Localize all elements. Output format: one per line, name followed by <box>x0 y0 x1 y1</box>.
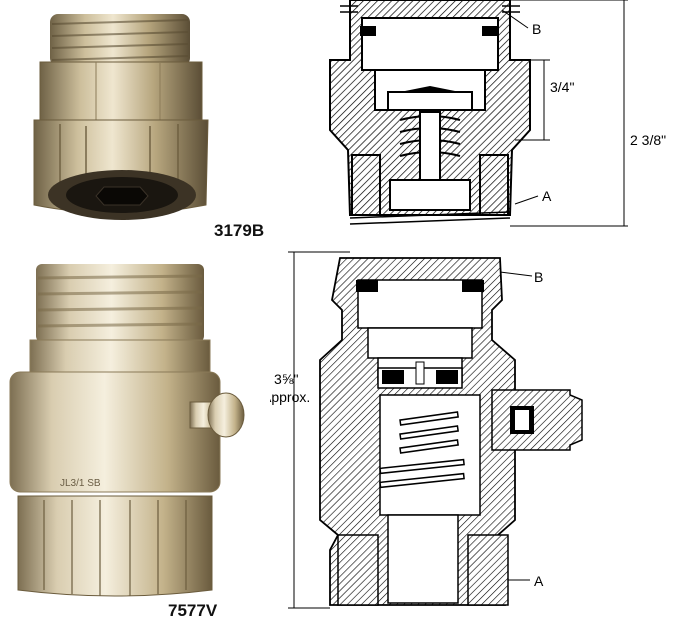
diagram-7577v: B A 3⅝" Approx. <box>270 251 583 609</box>
dim-overall-bottom-2: Approx. <box>270 389 310 405</box>
photo-3179b <box>33 14 209 220</box>
dim-short-top: 3/4" <box>550 79 574 95</box>
label-b-top: B <box>532 21 541 37</box>
model-label-3179b: 3179B <box>214 221 265 240</box>
side-screw <box>207 392 245 438</box>
photo-7577v: JL3/1 SB <box>9 264 245 597</box>
dim-overall-top: 2 3/8" <box>630 132 666 148</box>
spring <box>379 411 465 489</box>
thread-top <box>50 14 190 66</box>
side-screw-section <box>491 389 583 451</box>
body-stamp: JL3/1 SB <box>60 478 101 489</box>
label-a-bottom: A <box>534 573 544 589</box>
diagram-3179b: B A 3/4" 2 3/8" <box>329 0 666 227</box>
knurled-nut <box>17 495 213 597</box>
hex-body <box>39 61 203 123</box>
dim-overall-bottom-1: 3⅝" <box>274 371 298 387</box>
label-a-top: A <box>542 188 552 204</box>
model-label-7577v: 7577V <box>168 601 218 620</box>
label-b-bottom: B <box>534 269 543 285</box>
thread-top <box>36 264 204 342</box>
main-body <box>9 371 221 493</box>
